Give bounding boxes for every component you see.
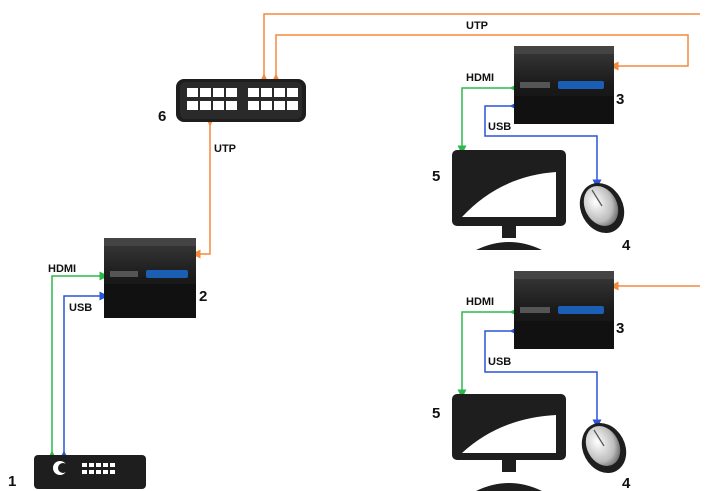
hdmi-cable-left	[47, 271, 109, 460]
utp-cable-inner	[271, 34, 689, 83]
kvm-receiver-top	[514, 46, 614, 124]
label-hdmi-right-bottom: HDMI	[466, 296, 494, 308]
usb-cable-left	[59, 291, 109, 460]
label-usb-right-top: USB	[488, 121, 511, 133]
hdmi-cable-right-top	[457, 83, 519, 155]
number-transmitter: 2	[199, 288, 207, 305]
monitor-top	[452, 150, 566, 250]
usb-cable-right-top	[484, 101, 602, 189]
label-hdmi-right-top: HDMI	[466, 72, 494, 84]
label-utp-mid: UTP	[214, 143, 236, 155]
number-receiver-bottom: 3	[616, 320, 624, 337]
label-usb-left: USB	[69, 302, 92, 314]
number-monitor-top: 5	[432, 168, 440, 185]
hdmi-cable-right-bottom	[457, 307, 519, 399]
number-monitor-bottom: 5	[432, 405, 440, 422]
source-device	[34, 455, 146, 489]
mouse-bottom	[581, 423, 627, 473]
monitor-bottom	[452, 394, 566, 491]
utp-cable-switch-transmitter	[191, 117, 215, 259]
kvm-transmitter	[104, 238, 196, 318]
number-source: 1	[8, 473, 16, 490]
number-switch: 6	[158, 108, 166, 125]
usb-cable-right-bottom	[484, 326, 602, 429]
label-utp-top: UTP	[466, 20, 488, 32]
mouse-top	[579, 183, 625, 233]
number-mouse-bottom: 4	[622, 475, 631, 491]
number-receiver-top: 3	[616, 91, 624, 108]
number-mouse-top: 4	[622, 237, 631, 254]
label-usb-right-bottom: USB	[488, 356, 511, 368]
label-hdmi-left: HDMI	[48, 263, 76, 275]
network-switch	[176, 79, 306, 122]
kvm-receiver-bottom	[514, 271, 614, 349]
utp-cable-outer	[259, 13, 700, 83]
